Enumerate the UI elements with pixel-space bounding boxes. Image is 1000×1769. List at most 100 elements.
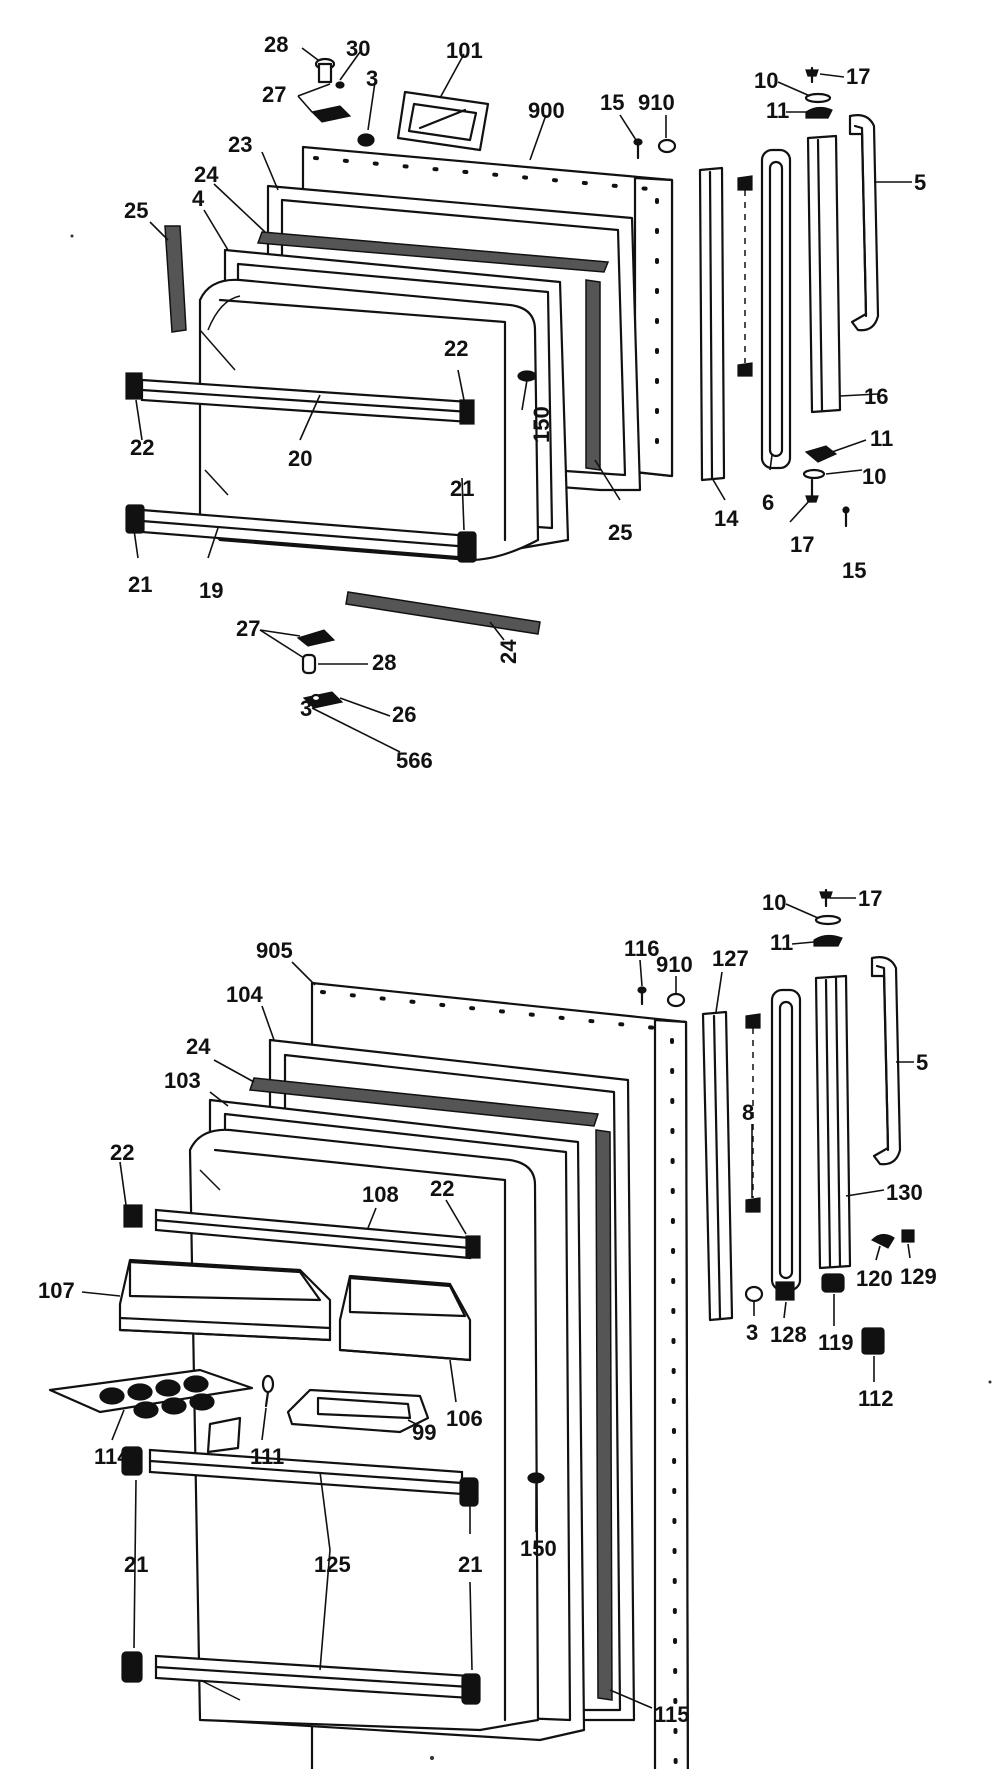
callout-label: 25 <box>124 198 148 223</box>
bottom-gasket-strip <box>345 591 541 635</box>
rail-end-cap <box>121 1446 143 1476</box>
callout-label: 10 <box>754 68 778 93</box>
upper-leader-lines <box>133 47 912 753</box>
callout-label: 10 <box>762 890 786 915</box>
rail-end-cap <box>459 1477 479 1507</box>
callout-label: 26 <box>392 702 416 727</box>
callout-label: 15 <box>600 90 624 115</box>
callout-label: 21 <box>124 1552 148 1577</box>
upper-right-small-parts <box>633 138 677 160</box>
handle-hardware-bottom <box>802 445 850 528</box>
callout-label: 20 <box>288 446 312 471</box>
shelf-end-cap-right <box>459 399 475 425</box>
callout-label: 5 <box>916 1050 928 1075</box>
callout-label: 16 <box>864 384 888 409</box>
callout-label: 11 <box>770 930 793 955</box>
callout-label: 119 <box>818 1330 854 1355</box>
callout-label: 129 <box>900 1264 937 1289</box>
callout-label: 22 <box>430 1176 454 1201</box>
callout-label: 101 <box>446 38 483 63</box>
door-liner-bucket <box>198 278 540 562</box>
egg-tray <box>48 1368 254 1419</box>
handle-end-cap-lower <box>744 988 802 1303</box>
lower-door-assembly: 116 910 127 10 17 11 905 104 24 103 22 1… <box>38 886 937 1769</box>
callout-label: 17 <box>846 64 870 89</box>
hinge-cover-cap <box>396 90 490 152</box>
callout-label: 3 <box>366 66 378 91</box>
callout-label: 27 <box>262 82 286 107</box>
callout-label: 15 <box>842 558 866 583</box>
callout-label: 4 <box>192 186 205 211</box>
callout-label: 23 <box>228 132 252 157</box>
callout-label: 24 <box>186 1034 211 1059</box>
callout-label: 127 <box>712 946 749 971</box>
callout-label: 120 <box>856 1266 893 1291</box>
rail-end-cap <box>121 1651 143 1683</box>
lower-callout-labels: 116 910 127 10 17 11 905 104 24 103 22 1… <box>38 886 937 1727</box>
upper-callout-labels: 28 30 27 3 101 900 15 910 10 17 11 5 23 … <box>124 32 926 773</box>
callout-label: 130 <box>886 1180 923 1205</box>
lower-top-gasket <box>248 1077 600 1127</box>
callout-label: 900 <box>528 98 565 123</box>
dairy-compartment-door <box>286 1388 430 1434</box>
callout-label: 106 <box>446 1406 483 1431</box>
callout-label: 99 <box>412 1420 436 1445</box>
side-gasket-strip <box>585 279 601 471</box>
rail-end-cap <box>461 1673 481 1705</box>
door-handle-lower <box>870 956 902 1166</box>
callout-label: 115 <box>654 1702 690 1727</box>
door-bin-right <box>338 1274 472 1362</box>
callout-label: 24 <box>194 162 219 187</box>
lower-small-parts-top <box>637 986 686 1008</box>
callout-label: 30 <box>346 36 370 61</box>
callout-label: 22 <box>130 435 154 460</box>
callout-label: 24 <box>496 639 521 664</box>
shelf-end-cap-left <box>125 372 143 400</box>
callout-label: 11 <box>870 426 893 451</box>
callout-label: 125 <box>314 1552 351 1577</box>
small-spring <box>261 1374 275 1408</box>
callout-label: 21 <box>450 476 474 501</box>
callout-label: 21 <box>128 572 152 597</box>
callout-label: 22 <box>444 336 468 361</box>
callout-label: 17 <box>790 532 814 557</box>
handle-hardware-top <box>804 66 833 119</box>
callout-label: 14 <box>714 506 739 531</box>
long-side-gasket <box>595 1129 613 1701</box>
scan-speck <box>430 1756 434 1760</box>
lower-leader-lines <box>81 897 914 1709</box>
handle-end-cap <box>737 148 792 470</box>
callout-label: 104 <box>226 982 263 1007</box>
lower-right-hardware <box>821 1229 915 1355</box>
callout-label: 6 <box>762 490 774 515</box>
callout-label: 3 <box>746 1320 758 1345</box>
callout-label: 150 <box>520 1536 557 1561</box>
callout-label: 905 <box>256 938 293 963</box>
callout-label: 28 <box>264 32 288 57</box>
callout-label: 22 <box>110 1140 134 1165</box>
rail-end-cap-right <box>457 531 477 563</box>
door-handle <box>848 114 880 332</box>
scan-speck <box>70 234 74 238</box>
rail-end-cap <box>465 1235 481 1259</box>
rail-end-cap-left <box>125 504 145 534</box>
callout-label: 103 <box>164 1068 201 1093</box>
callout-label: 116 <box>624 936 660 961</box>
callout-label: 10 <box>862 464 886 489</box>
callout-label: 8 <box>742 1100 754 1125</box>
upper-door-assembly: 28 30 27 3 101 900 15 910 10 17 11 5 23 … <box>124 32 926 773</box>
callout-label: 25 <box>608 520 632 545</box>
callout-label: 128 <box>770 1322 807 1347</box>
callout-label: 150 <box>529 406 554 443</box>
door-bin-left <box>118 1258 332 1342</box>
callout-label: 910 <box>656 952 693 977</box>
callout-label: 111 <box>250 1444 284 1469</box>
scan-speck <box>988 1380 992 1384</box>
callout-label: 566 <box>396 748 433 773</box>
callout-label: 28 <box>372 650 396 675</box>
callout-label: 112 <box>858 1386 894 1411</box>
lower-hinge-parts <box>296 629 344 709</box>
loose-gasket-strip-left <box>164 225 187 333</box>
callout-label: 910 <box>638 90 675 115</box>
